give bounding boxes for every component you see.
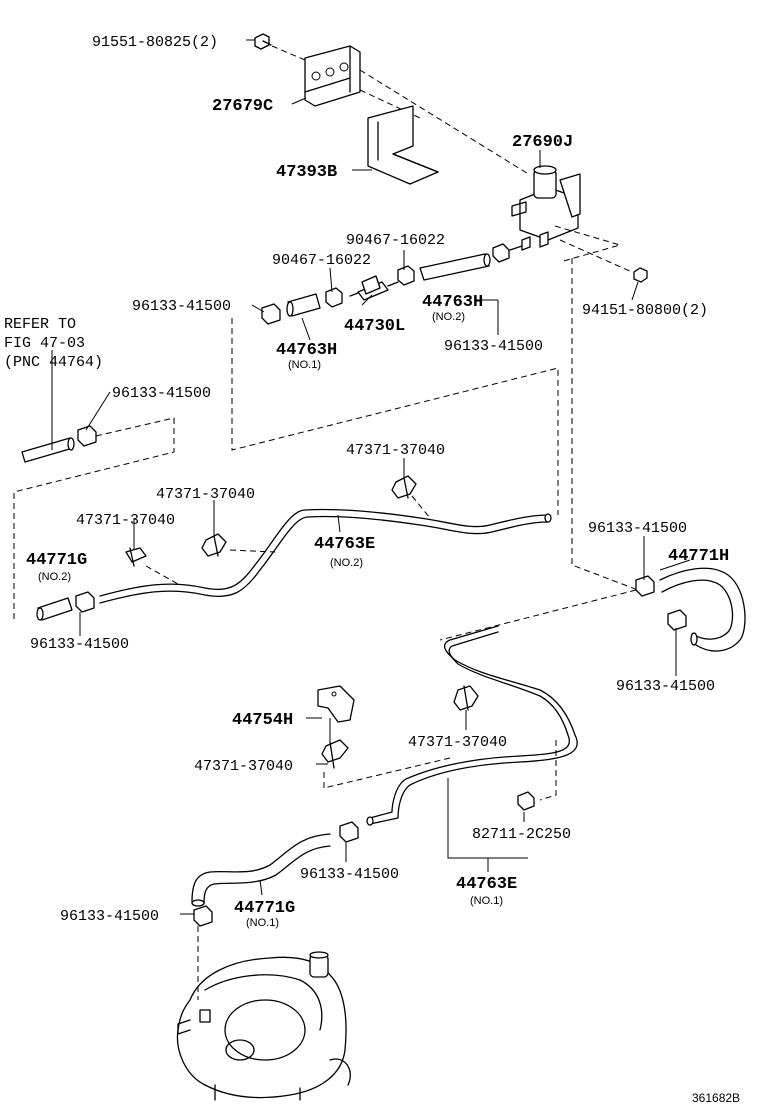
label-27690j: 27690J bbox=[512, 133, 573, 152]
leader-47371-left bbox=[145, 565, 179, 585]
clip-90467-left bbox=[325, 287, 343, 308]
hose-44771g-no2 bbox=[36, 597, 73, 621]
label-44763e-no1: 44763E bbox=[456, 875, 517, 894]
nut-94151 bbox=[633, 267, 648, 283]
clamp-bottom-mid bbox=[339, 821, 359, 843]
illustration-code: 361682B bbox=[692, 1091, 740, 1105]
label-90467-b: 90467-16022 bbox=[272, 252, 371, 269]
bracket-47393b bbox=[367, 105, 439, 185]
leader-82711 bbox=[539, 740, 557, 801]
label-44763h-no1-sub: (NO.1) bbox=[288, 359, 321, 371]
bracket-27679c bbox=[304, 45, 361, 107]
vsv-27690j bbox=[511, 165, 581, 251]
label-96133-top-right: 96133-41500 bbox=[444, 338, 543, 355]
label-96133-bottom-mid: 96133-41500 bbox=[300, 866, 399, 883]
clamp-upper-right bbox=[492, 243, 510, 263]
leader-47371-upper bbox=[411, 495, 431, 519]
label-91551: 91551-80825(2) bbox=[92, 34, 218, 51]
clamp-82711 bbox=[517, 791, 535, 811]
vsv-nipple-line bbox=[509, 245, 523, 251]
hose-44771g-no1 bbox=[191, 833, 331, 907]
label-96133-left: 96133-41500 bbox=[112, 385, 211, 402]
clamp-upper-left bbox=[261, 303, 281, 325]
leader-nut bbox=[559, 239, 633, 273]
leader-bracket-a bbox=[359, 69, 531, 176]
label-44771g-no1: 44771G bbox=[234, 899, 295, 918]
label-47371-lower-mid: 47371-37040 bbox=[408, 734, 507, 751]
pipe-44763e-no1 bbox=[366, 625, 578, 826]
label-96133-bottom-left: 96133-41500 bbox=[60, 908, 159, 925]
clamp-lower-left bbox=[75, 591, 95, 613]
hose-44763h-no1 bbox=[286, 293, 321, 317]
clip-47371-left bbox=[125, 547, 147, 567]
clip-47371-lower-mid bbox=[453, 685, 479, 711]
bracket-44754h bbox=[317, 685, 355, 723]
leader-lower-box bbox=[323, 757, 451, 789]
clamp-right-lower bbox=[667, 609, 687, 631]
label-96133-lower-left: 96133-41500 bbox=[30, 636, 129, 653]
clip-47371-mid bbox=[201, 533, 227, 557]
leader-47371-mid bbox=[229, 549, 276, 553]
label-44763e-no1-sub: (NO.1) bbox=[470, 895, 503, 907]
label-27679c: 27679C bbox=[212, 97, 273, 116]
label-44763h-no2-sub: (NO.2) bbox=[432, 311, 465, 323]
label-44730l: 44730L bbox=[344, 317, 405, 336]
label-44763e-no2-sub: (NO.2) bbox=[330, 557, 363, 569]
leader-upper-box bbox=[231, 318, 559, 515]
leader-bolt bbox=[271, 45, 306, 61]
clip-90467-right bbox=[397, 265, 415, 286]
bolt-91551 bbox=[254, 33, 272, 50]
label-82711: 82711-2C250 bbox=[472, 826, 571, 843]
label-94151: 94151-80800(2) bbox=[582, 302, 708, 319]
label-96133-right-upper: 96133-41500 bbox=[588, 520, 687, 537]
pump-body bbox=[176, 951, 351, 1101]
label-44754h: 44754H bbox=[232, 711, 293, 730]
clip-47371-lower-left bbox=[321, 739, 349, 769]
label-90467-a: 90467-16022 bbox=[346, 232, 445, 249]
leader-right-to-pipe bbox=[439, 589, 637, 641]
label-44771g-no2-sub: (NO.2) bbox=[38, 571, 71, 583]
label-44771h: 44771H bbox=[668, 547, 729, 566]
label-44771g-no1-sub: (NO.1) bbox=[246, 917, 279, 929]
label-96133-top-left: 96133-41500 bbox=[132, 298, 231, 315]
leader-lines bbox=[51, 39, 691, 915]
leader-right-vertical bbox=[571, 258, 639, 591]
label-47371-mid: 47371-37040 bbox=[156, 486, 255, 503]
label-refer-2: FIG 47-03 bbox=[4, 335, 85, 352]
label-44771g-no2: 44771G bbox=[26, 551, 87, 570]
hose-44771h bbox=[659, 567, 746, 652]
label-refer-3: (PNC 44764) bbox=[4, 354, 103, 371]
label-47371-left: 47371-37040 bbox=[76, 512, 175, 529]
clamp-right-upper bbox=[635, 575, 655, 597]
hose-refer-end bbox=[21, 437, 75, 463]
label-47393b: 47393B bbox=[276, 163, 337, 182]
leader-vsv-a bbox=[554, 225, 622, 263]
clamp-left bbox=[77, 425, 97, 447]
leader-left-box bbox=[13, 417, 175, 622]
label-refer-1: REFER TO bbox=[4, 316, 76, 333]
label-96133-right-lower: 96133-41500 bbox=[616, 678, 715, 695]
clip-47371-upper bbox=[391, 475, 417, 499]
label-47371-lower-left: 47371-37040 bbox=[194, 758, 293, 775]
label-44763e-no2: 44763E bbox=[314, 535, 375, 554]
label-44763h-no2: 44763H bbox=[422, 293, 483, 312]
hose-44763h-no2 bbox=[419, 253, 491, 281]
label-44763h-no1: 44763H bbox=[276, 341, 337, 360]
pipe-44763e-no2 bbox=[99, 508, 552, 604]
clamp-bottom-left bbox=[193, 905, 213, 927]
filter-44730l bbox=[349, 275, 399, 301]
label-47371-upper: 47371-37040 bbox=[346, 442, 445, 459]
